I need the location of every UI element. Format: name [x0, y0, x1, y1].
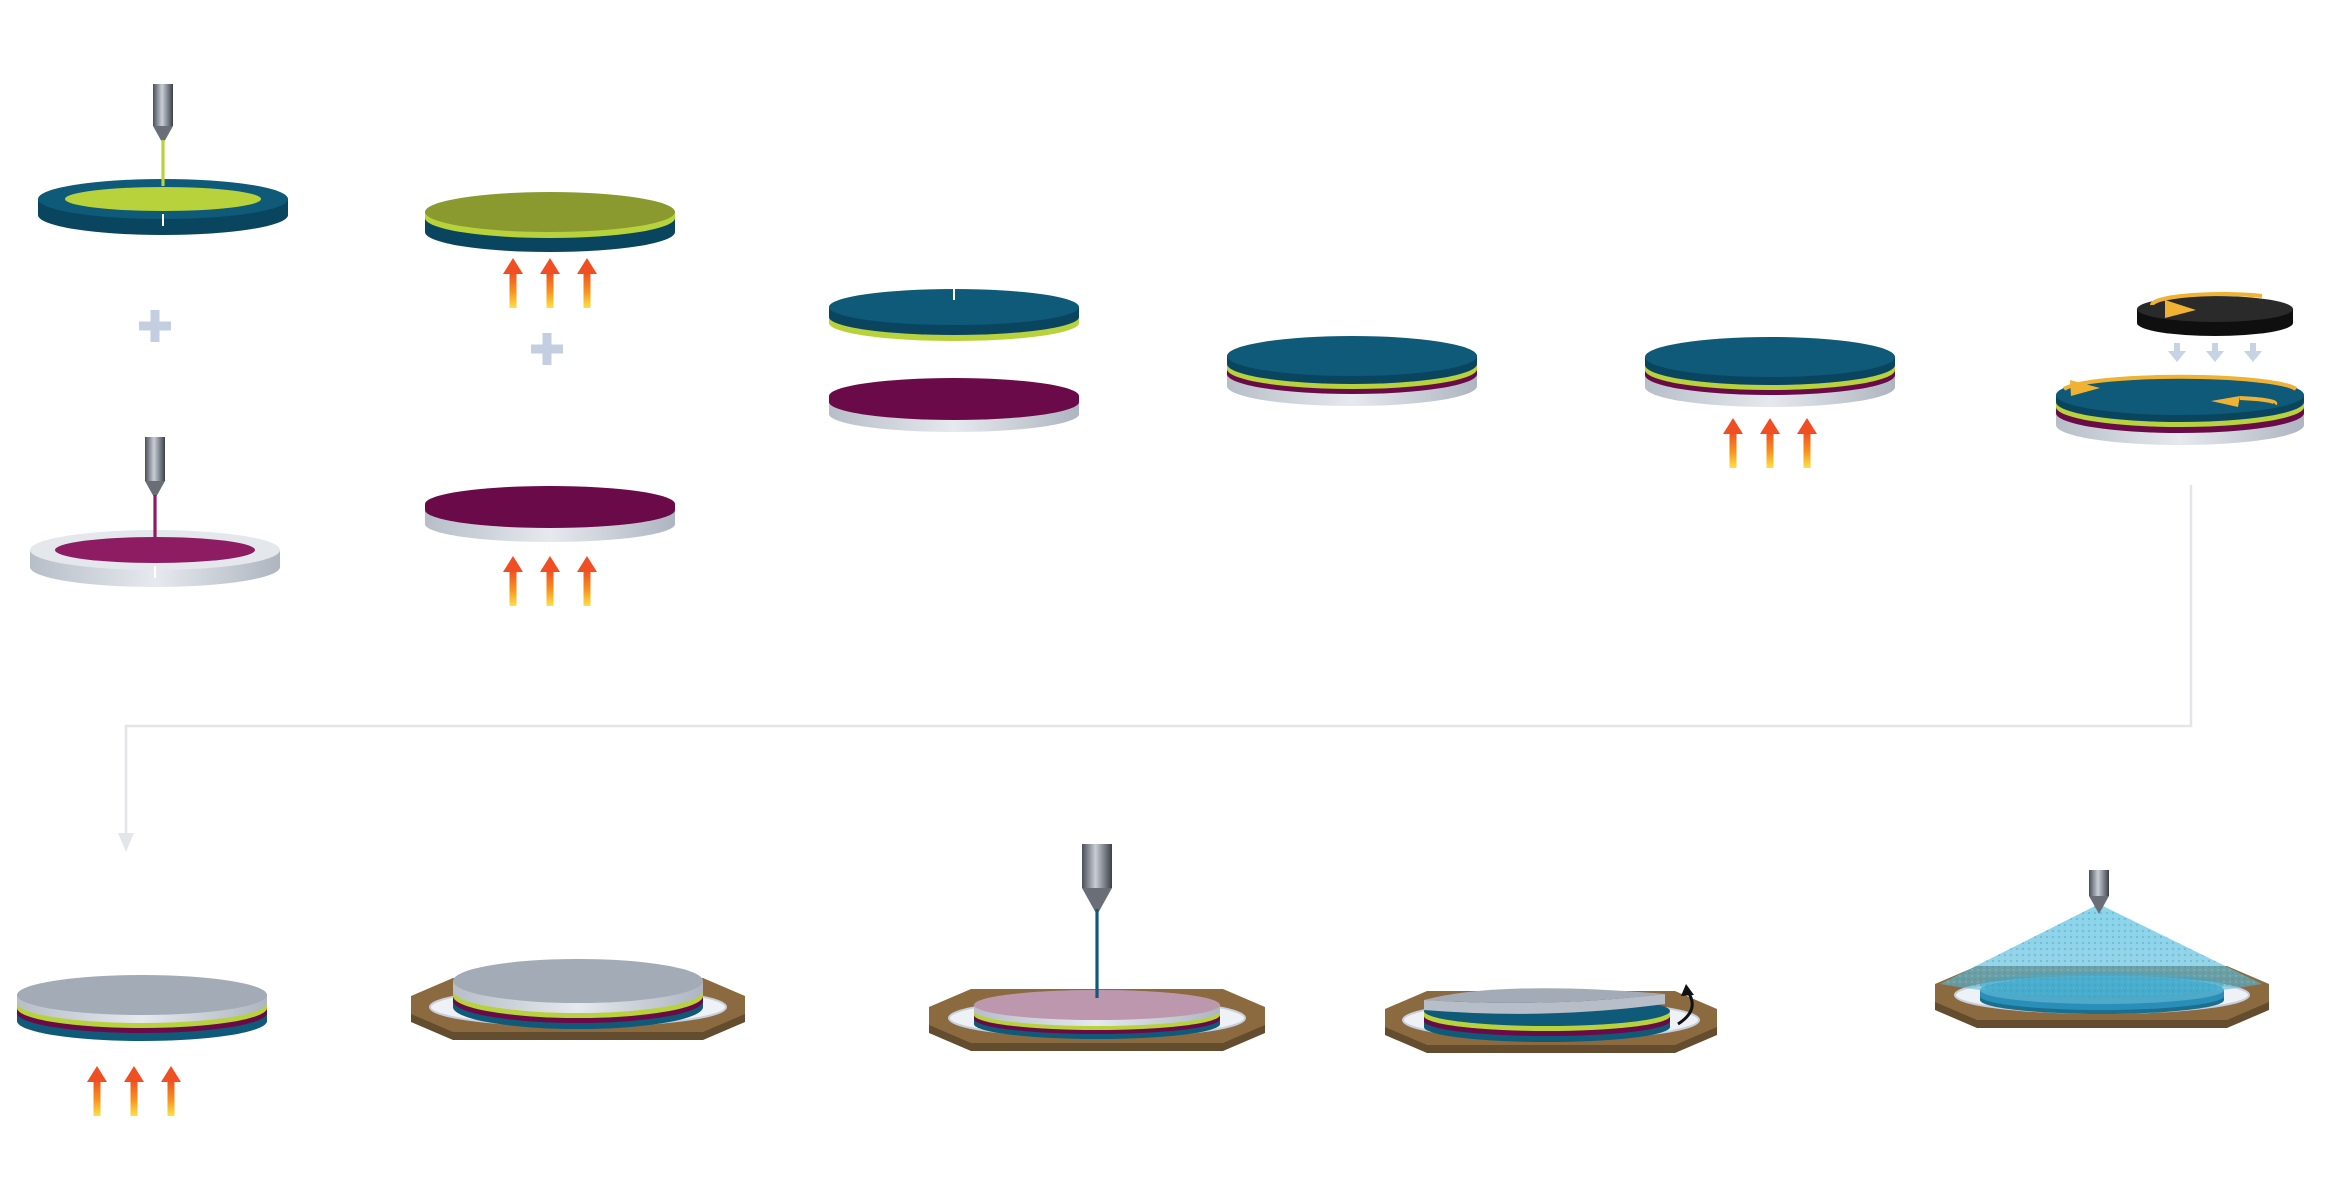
step-heat-stack — [1645, 337, 1895, 468]
heat-arrows — [87, 1066, 181, 1116]
disk-top-surface — [2137, 296, 2293, 322]
heat-arrow-icon — [1723, 418, 1743, 468]
heat-arrow-icon — [577, 556, 597, 606]
disk-top-surface — [425, 192, 675, 232]
heat-arrow-icon — [1797, 418, 1817, 468]
press-arrow-icon — [2206, 343, 2224, 362]
heat-arrow-icon — [540, 258, 560, 308]
rotation-arrow-icon — [2062, 374, 2298, 407]
step-align-disks — [829, 286, 1079, 432]
plus-icon — [531, 333, 563, 365]
connector-arrowhead — [118, 833, 134, 852]
disk-top-surface — [1645, 337, 1895, 377]
mounted-stack-disk — [453, 959, 703, 1029]
bonded-stack-disk — [17, 975, 267, 1041]
dispensing-nozzle-icon — [145, 437, 165, 540]
disk-top-surface — [829, 378, 1079, 414]
heated-stack-disk — [1645, 337, 1895, 407]
disk-top-surface — [2056, 375, 2304, 415]
press-arrow-icon — [2168, 343, 2186, 362]
step-mount-on-fixture — [411, 959, 745, 1040]
heat-arrow-icon — [503, 258, 523, 308]
heat-arrow-icon — [124, 1066, 144, 1116]
step-peel-off — [1385, 984, 1717, 1053]
step-dispense-teal-lime — [38, 84, 288, 235]
step-heat-magenta-coated-disk — [425, 486, 675, 606]
lime-coating — [65, 187, 261, 211]
peeled-silver-film — [1424, 988, 1665, 1014]
magenta-coated-disk — [425, 486, 675, 542]
heat-arrow-icon — [87, 1066, 107, 1116]
plus-icon — [139, 310, 171, 342]
lower-magenta-disk — [829, 378, 1079, 432]
heat-arrow-icon — [1760, 418, 1780, 468]
spray-film — [1980, 972, 2224, 998]
step-dispense-silver-magenta — [30, 437, 280, 587]
step-rotational-bonding — [2056, 292, 2304, 445]
magenta-coating — [55, 537, 255, 563]
upper-teal-disk — [829, 289, 1079, 341]
heat-arrow-icon — [577, 258, 597, 308]
disk-top-surface — [829, 289, 1079, 325]
flow-connector — [118, 485, 2193, 852]
dispensing-nozzle-icon — [2089, 870, 2109, 914]
spray-cone-icon — [1940, 904, 2262, 998]
heat-arrows — [1723, 418, 1817, 468]
peel-arrow-icon — [1677, 984, 1694, 1026]
heat-arrow-icon — [540, 556, 560, 606]
step-heat-bonded-stack — [17, 975, 267, 1116]
disk-top-surface — [453, 959, 703, 1003]
disk-top-surface — [1227, 336, 1477, 376]
press-arrows — [2168, 343, 2262, 362]
dispensing-nozzle-icon — [1082, 844, 1112, 998]
disk-top-surface — [425, 486, 675, 522]
rotating-chuck — [2137, 296, 2293, 336]
dispensing-nozzle-icon — [153, 84, 173, 186]
heat-arrow-icon — [503, 556, 523, 606]
step-stacked-disks — [1227, 336, 1477, 406]
press-arrow-icon — [2244, 343, 2262, 362]
stacked-disk — [1227, 336, 1477, 406]
step-laser-cut — [929, 844, 1265, 1051]
bonding-stack-disk — [2056, 375, 2304, 445]
remaining-layers — [1424, 996, 1670, 1042]
translucent-film — [974, 990, 1220, 1020]
olive-coated-disk — [425, 192, 675, 252]
step-heat-olive-coated-disk — [425, 192, 675, 308]
rotation-arrow-icon — [2150, 292, 2263, 318]
heat-arrows — [503, 556, 597, 606]
heat-arrows — [503, 258, 597, 308]
step-spray-coating — [1935, 870, 2269, 1028]
heat-arrow-icon — [161, 1066, 181, 1116]
disk-top-surface — [17, 975, 267, 1015]
